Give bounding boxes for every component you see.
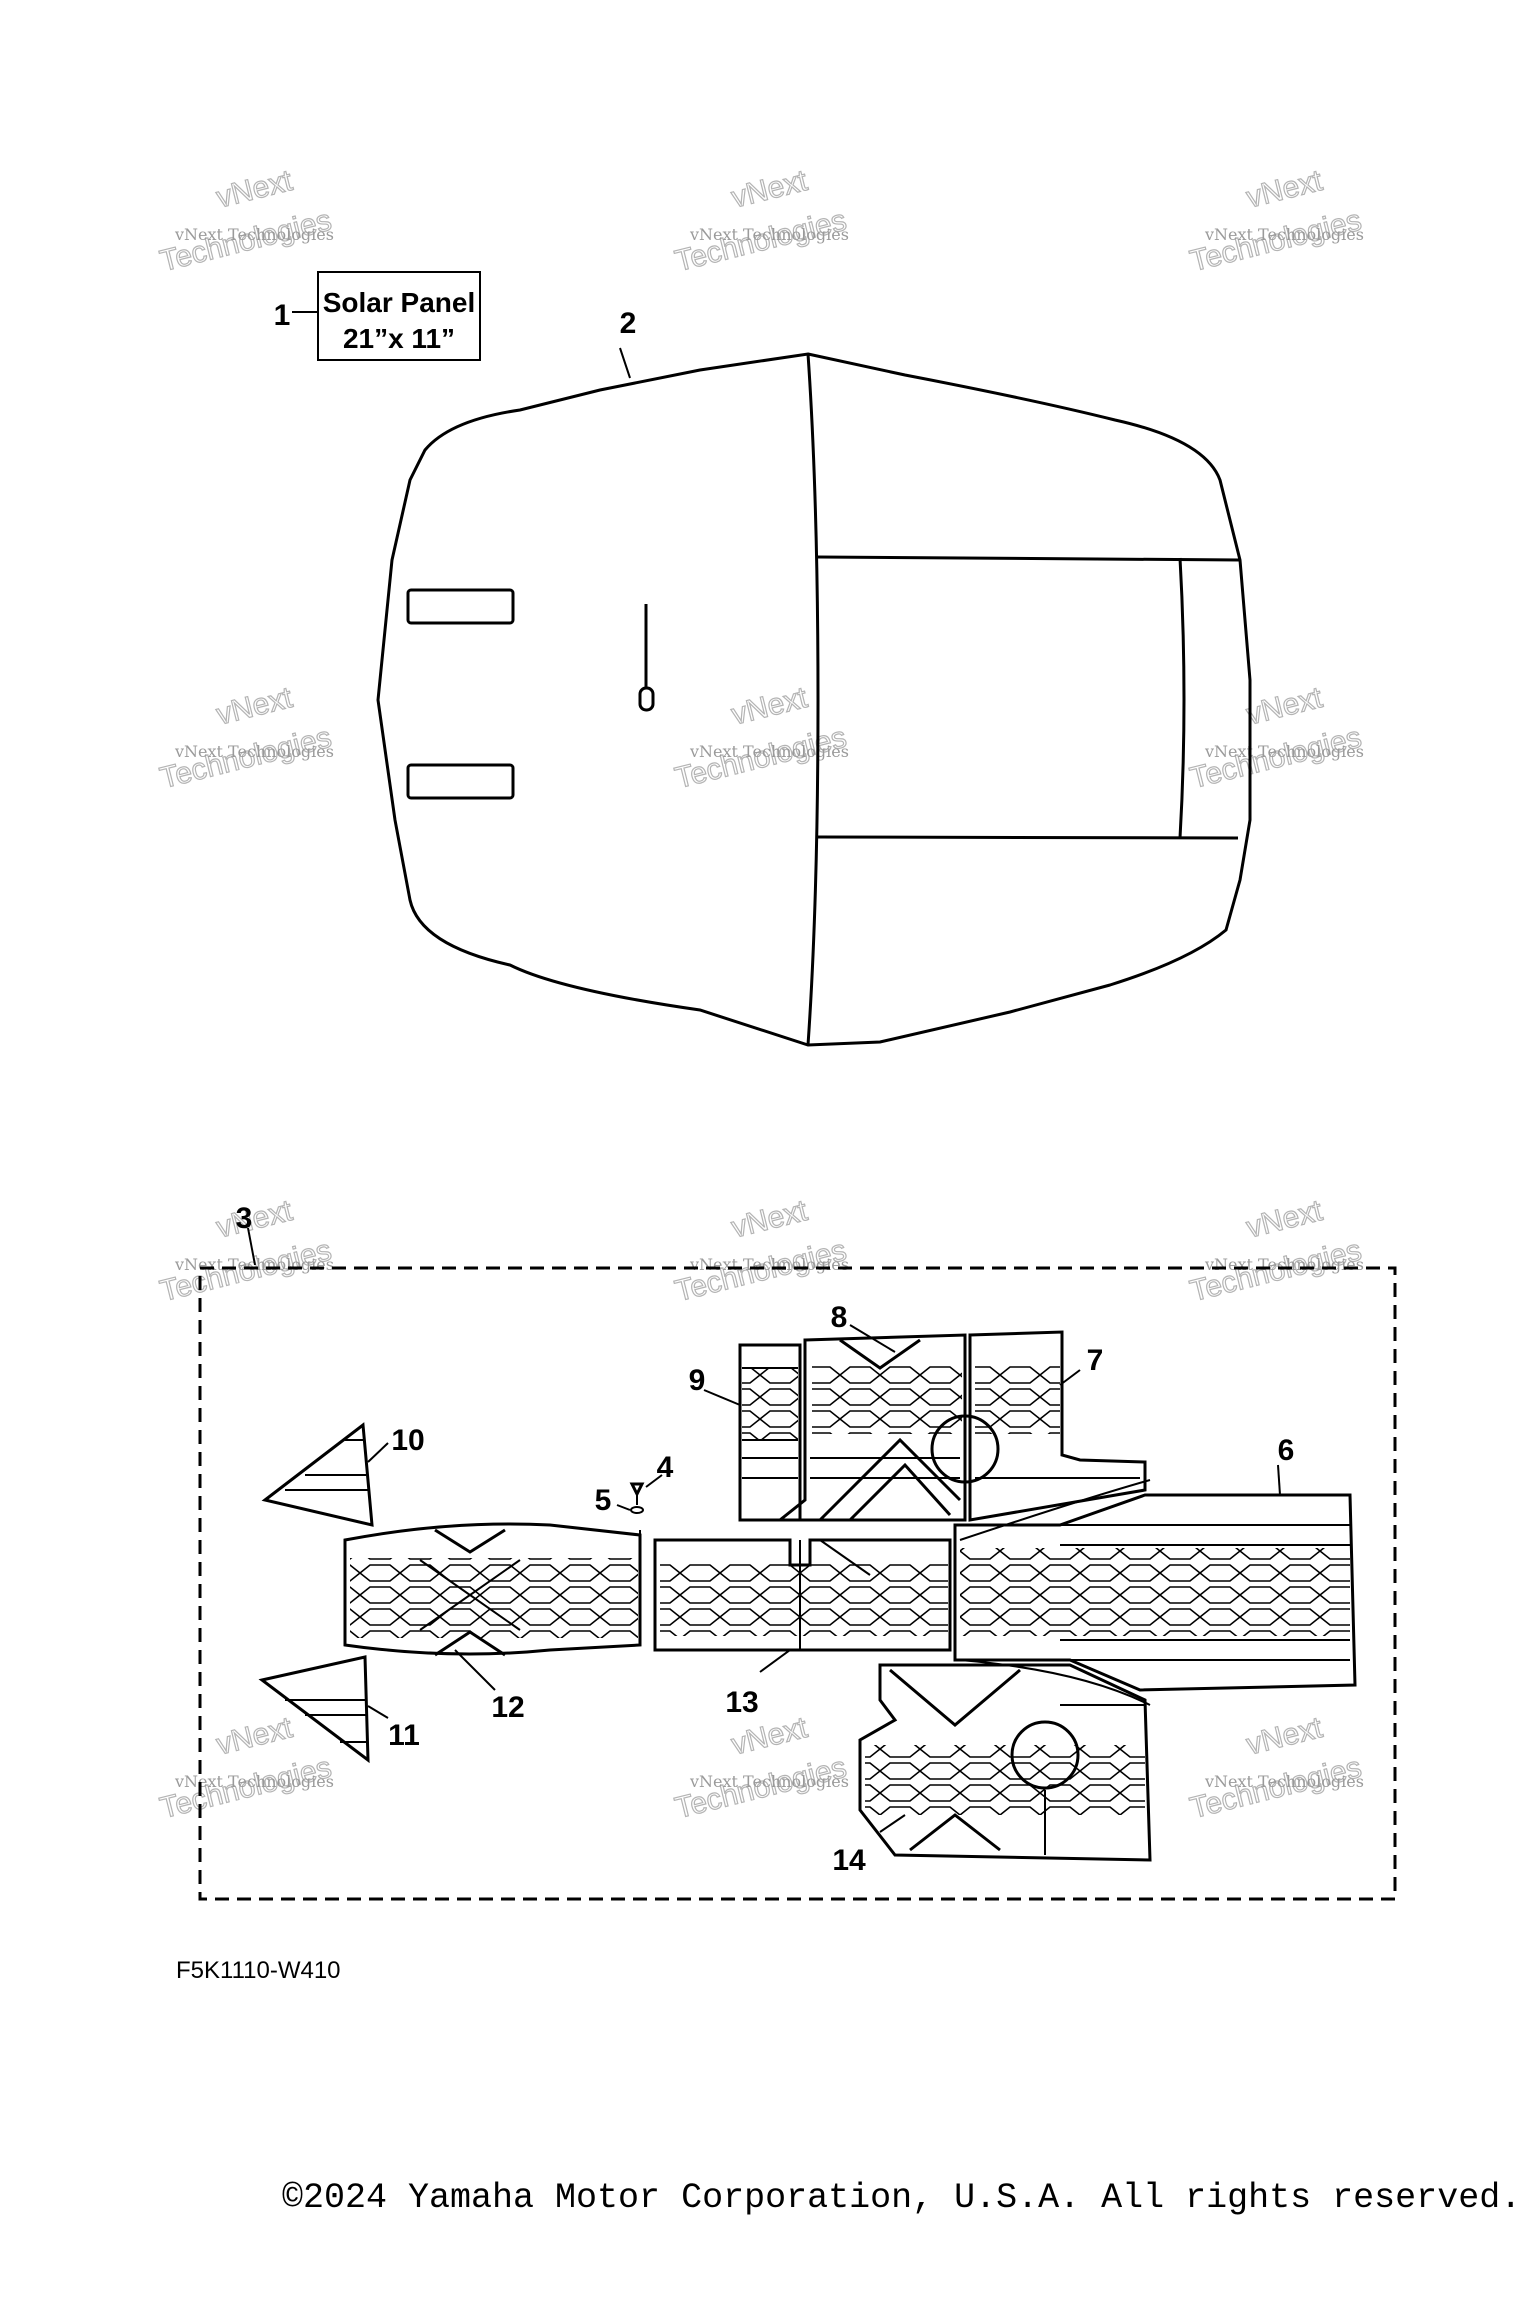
watermark-text: vNext Technologies (1204, 225, 1364, 244)
mat-piece-6 (953, 1479, 1357, 1692)
solar-panel-size: 21”x 11” (343, 323, 455, 354)
callout-1: 1 (274, 299, 291, 332)
watermark-text: vNext (1243, 1711, 1326, 1762)
mat-kit-boundary (198, 1266, 1397, 1901)
mat-piece-8 (775, 1333, 967, 1522)
mat-piece-12 (343, 1522, 642, 1657)
watermark-text: vNext (213, 1711, 296, 1762)
watermark-text: vNext Technologies (689, 742, 849, 761)
callout-7: 7 (1087, 1344, 1104, 1377)
callout-5: 5 (595, 1484, 612, 1517)
watermark-text: vNext (213, 681, 296, 732)
callout-12: 12 (491, 1691, 524, 1724)
callout-9: 9 (689, 1364, 706, 1397)
mat-piece-7 (930, 1330, 1147, 1522)
watermark-text: vNext (1243, 164, 1326, 215)
mat-piece-13 (653, 1538, 952, 1652)
watermark-text: vNext Technologies (1204, 1772, 1364, 1791)
watermark-text: vNext Technologies (174, 742, 334, 761)
mat-piece-14 (858, 1659, 1152, 1862)
solar-panel-label: Solar Panel (323, 287, 476, 318)
callout-10: 10 (391, 1424, 424, 1457)
callout-2: 2 (620, 307, 637, 340)
callout-11: 11 (388, 1719, 420, 1752)
watermark-text: vNext (213, 1194, 296, 1245)
watermark-text: vNext (728, 1194, 811, 1245)
watermark-text: vNext (1243, 1194, 1326, 1245)
callout-6: 6 (1278, 1434, 1295, 1467)
callout-4: 4 (657, 1451, 674, 1484)
callout-numbers: 1 2 3 4 5 6 7 8 9 10 11 12 13 14 (236, 299, 1295, 1877)
callout-14: 14 (832, 1844, 866, 1877)
mat-piece-9 (738, 1343, 802, 1522)
callout-13: 13 (725, 1686, 758, 1719)
copyright-notice: ©2024 Yamaha Motor Corporation, U.S.A. A… (282, 2178, 1521, 2218)
drawing-code: F5K1110-W410 (176, 1957, 341, 1984)
fasteners (616, 1474, 663, 1537)
mat-pieces (258, 1330, 1357, 1862)
callout-8: 8 (831, 1301, 848, 1334)
watermark-text: vNext Technologies (174, 225, 334, 244)
mat-piece-11 (258, 1655, 370, 1764)
watermark-text: vNext Technologies (689, 225, 849, 244)
watermark-text: vNext Technologies (689, 1255, 849, 1274)
watermark-text: vNext Technologies (1204, 742, 1364, 761)
watermark-text: vNext Technologies (1204, 1255, 1364, 1274)
leader-lines (367, 1324, 1281, 1833)
callout-3: 3 (236, 1202, 253, 1235)
solar-panel-label-box: Solar Panel 21”x 11” (292, 271, 481, 361)
top-cover-outline (376, 347, 1252, 1047)
watermark-text: vNext (728, 164, 811, 215)
watermark-text: vNext (213, 164, 296, 215)
watermark-text: vNext Technologies (689, 1772, 849, 1791)
mat-piece-10 (261, 1422, 374, 1527)
watermark-text: vNext (728, 681, 811, 732)
watermark-text: vNext Technologies (174, 1772, 334, 1791)
watermark-text: vNext (1243, 681, 1326, 732)
